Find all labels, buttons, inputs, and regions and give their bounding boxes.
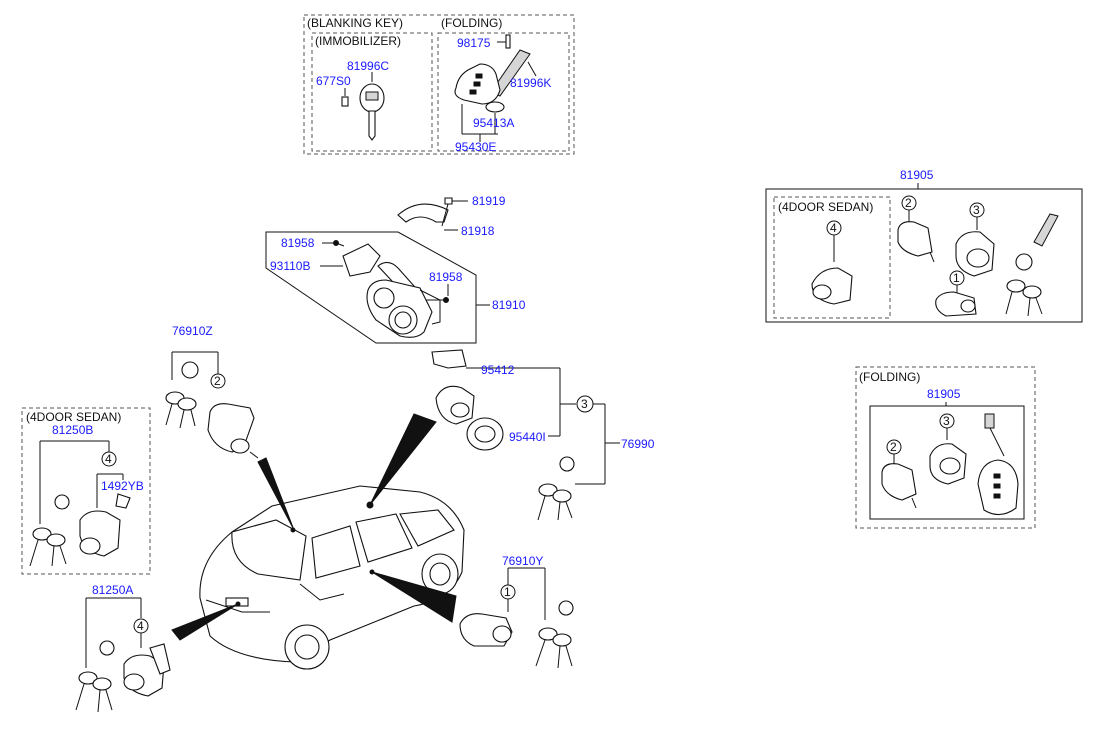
part-81918[interactable]: 81918 [461,224,495,238]
blanking-key-header: (BLANKING KEY) [307,16,403,30]
tailgate-lock-illustration [75,597,171,713]
callout-1-right: 1 [953,271,960,285]
part-76990[interactable]: 76990 [621,437,655,451]
callout-1-door: 1 [504,585,511,599]
part-81910[interactable]: 81910 [492,298,526,312]
callout-4-tailgate: 4 [137,619,144,633]
part-81250B[interactable]: 81250B [52,423,93,437]
sedan-header-right: (4DOOR SEDAN) [778,200,873,214]
callout-2-front: 2 [214,374,221,388]
callout-3-folding: 3 [943,414,950,428]
part-95413A[interactable]: 95413A [473,116,514,130]
folding-header-top: (FOLDING) [441,16,502,30]
callout-2-folding: 2 [890,440,897,454]
set-81905-sedan-illustration [811,195,1059,317]
sedan-left-box [21,407,151,575]
part-81958-right[interactable]: 81958 [429,270,463,284]
immobilizer-header: (IMMOBILIZER) [315,34,401,48]
part-81250A[interactable]: 81250A [92,583,133,597]
part-81996K[interactable]: 81996K [510,76,551,90]
callout-3-right: 3 [973,203,980,217]
sedan-right-box [773,196,891,319]
immobilizer-key-illustration [341,72,385,141]
sedan-trunk-lock-illustration [29,440,131,567]
part-81958-left[interactable]: 81958 [281,236,315,250]
set-81905-sedan-box [765,188,1083,323]
set-81905-folding-illustration [881,413,1019,516]
ignition-set-illustration [431,349,620,521]
vehicle-illustration [199,485,465,670]
door-lock-right-illustration [459,567,574,669]
callout-3-center: 3 [581,397,588,411]
part-98175[interactable]: 98175 [457,36,491,50]
folding-key-illustration [454,34,537,142]
callout-2-right: 2 [905,196,912,210]
part-76910Y[interactable]: 76910Y [502,554,543,568]
part-1492YB[interactable]: 1492YB [101,479,144,493]
part-81996C[interactable]: 81996C [347,59,389,73]
part-93110B[interactable]: 93110B [270,259,310,273]
key-group-box [303,14,575,155]
part-81905-folding[interactable]: 81905 [927,387,961,401]
callout-4-right: 4 [830,221,837,235]
part-95440I[interactable]: 95440I [509,430,546,444]
part-95412[interactable]: 95412 [481,363,515,377]
part-677S0[interactable]: 677S0 [316,74,351,88]
front-door-lock-illustration [165,351,259,459]
ignition-lock-illustration [320,197,468,338]
set-81905-folding-box [869,405,1025,520]
ignition-assembly-box [265,231,490,344]
pointer-arrows [171,413,457,641]
part-95430E[interactable]: 95430E [455,140,496,154]
callout-4-sedan-left: 4 [105,452,112,466]
part-81919[interactable]: 81919 [472,194,506,208]
sedan-header-left: (4DOOR SEDAN) [26,410,121,424]
folding-header-right: (FOLDING) [859,370,920,384]
part-76910Z[interactable]: 76910Z [172,324,213,338]
part-81905-sedan[interactable]: 81905 [900,168,934,182]
folding-right-box [855,366,1036,529]
